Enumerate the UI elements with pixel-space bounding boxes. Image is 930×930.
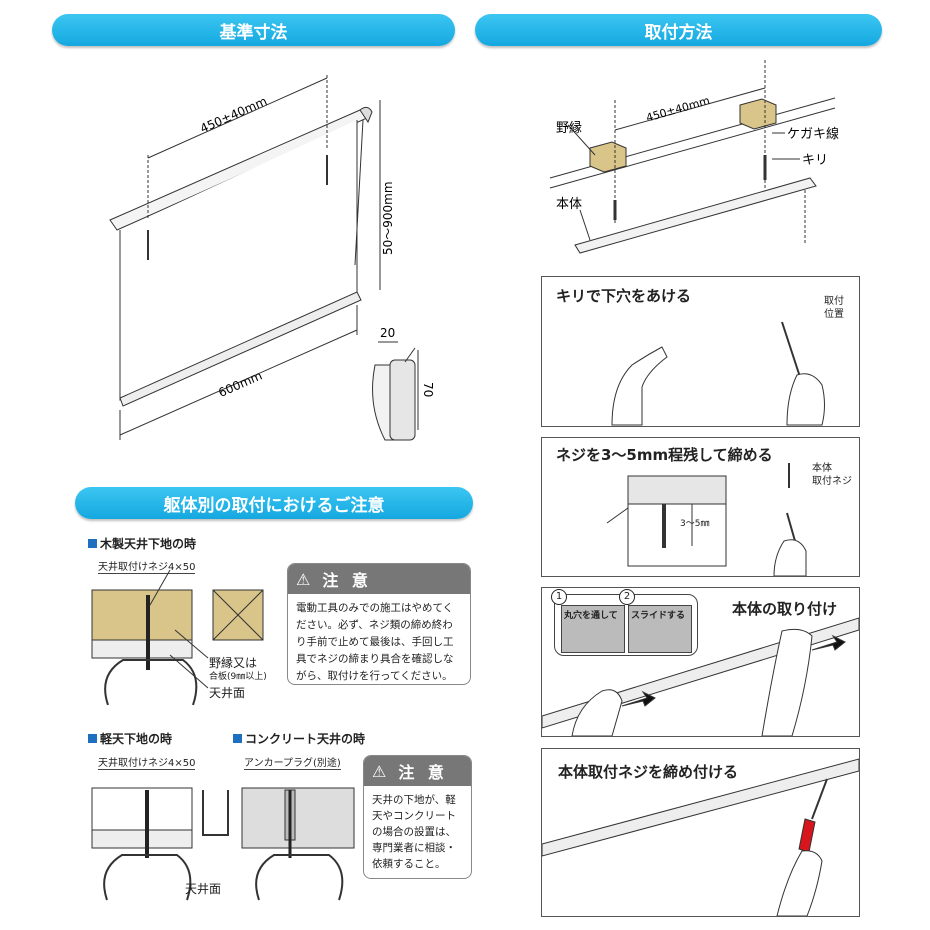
caution-body: 天井の下地が、軽天やコンクリートの場合の設置は、専門業者に相談・依頼すること。 <box>372 794 456 870</box>
position-note: 取付 位置 <box>824 296 844 320</box>
caution-title: 注 意 <box>322 571 372 590</box>
joist-label: 野縁 <box>556 120 582 136</box>
header-structure-notes: 躯体別の取付におけるご注意 <box>75 487 473 519</box>
bracket-height-label: 70 <box>421 382 435 397</box>
inset-step-2-label: スライドする <box>631 611 686 621</box>
bracket-spacing-label: 450±40mm <box>198 94 269 136</box>
tighten-illustration <box>542 758 859 916</box>
anchor-plug-label: アンカープラグ(別途) <box>244 754 341 770</box>
drill-label: キリ <box>802 153 828 168</box>
bracket-diagram: 20 70 <box>372 326 435 441</box>
drop-label: 50～900mm <box>381 181 395 255</box>
roller-blind-dimension-diagram: 450±40mm 600mm 50～900mm <box>109 75 395 440</box>
header-install-method: 取付方法 <box>475 14 882 46</box>
light-steel-heading: 軽天下地の時 <box>88 730 172 747</box>
warning-icon: ⚠ <box>296 569 315 589</box>
step-panel-tighten: 本体取付ネジを締め付ける <box>541 748 860 917</box>
step-title: 本体取付ネジを締め付ける <box>558 763 739 781</box>
drill-hands-illustration <box>611 321 825 426</box>
step-title: ネジを3～5mm程残して締める <box>556 446 773 464</box>
step-title: キリで下穴をあける <box>556 287 692 305</box>
inset-step-1: 丸穴を通して <box>561 605 625 653</box>
plywood-thickness-label: 合板(9㎜以上) <box>209 672 267 682</box>
wood-ceiling-section <box>91 570 264 705</box>
inset-step-2: スライドする <box>628 605 692 653</box>
joist-or-plywood-label: 野縁又は <box>209 656 258 670</box>
caution-box-power-tools: ⚠ 注 意 電動工具のみでの施工はやめてください。必ず、ネジ類の締め終わり手前で止… <box>287 563 471 685</box>
caution-title: 注 意 <box>398 763 448 782</box>
slide-inset: 丸穴を通して スライドする 1 2 <box>551 589 698 656</box>
bracket-depth-label: 20 <box>380 326 395 340</box>
screw-gap-illustration: 3～5㎜ <box>606 463 807 576</box>
ceiling-surface-label: 天井面 <box>209 686 246 700</box>
light-steel-ceiling-label: 天井面 <box>185 882 222 896</box>
attach-body-illustration <box>542 617 859 736</box>
install-overview-diagram: 450±40mm 野縁 ケガキ線 キリ 本体 <box>549 60 839 254</box>
caution-box-professional: ⚠ 注 意 天井の下地が、軽天やコンクリートの場合の設置は、専門業者に相談・依頼す… <box>363 755 472 879</box>
gap-label: 3～5㎜ <box>680 519 709 529</box>
light-steel-ceiling-section <box>91 787 229 901</box>
step-number-1: 1 <box>551 589 567 605</box>
marking-line-label: ケガキ線 <box>787 126 839 142</box>
wood-screw-label: 天井取付けネジ4×50 <box>98 558 196 574</box>
body-label: 本体 <box>556 197 582 212</box>
step-panel-drill: キリで下穴をあける 取付 位置 <box>541 276 860 427</box>
warning-icon: ⚠ <box>372 761 391 781</box>
step-panel-screw: ネジを3～5mm程残して締める 本体 取付ネジ 3～5㎜ <box>541 437 860 577</box>
step-number-2: 2 <box>619 589 635 605</box>
concrete-ceiling-section <box>241 787 355 901</box>
step-panel-attach-body: 本体の取り付け 丸穴を通して スライドする 1 2 <box>541 587 860 737</box>
caution-body: 電動工具のみでの施工はやめてください。必ず、ネジ類の締め終わり手前で止めて最後は… <box>296 602 454 682</box>
inset-step-1-label: 丸穴を通して <box>564 611 618 621</box>
install-spacing-label: 450±40mm <box>645 94 712 125</box>
width-label: 600mm <box>216 368 264 400</box>
step-title: 本体の取り付け <box>732 600 838 618</box>
body-screw-note: 本体 取付ネジ <box>812 463 852 487</box>
header-dimensions: 基準寸法 <box>52 14 455 46</box>
light-steel-screw-label: 天井取付けネジ4×50 <box>98 754 196 770</box>
concrete-heading: コンクリート天井の時 <box>233 730 365 747</box>
wood-heading: 木製天井下地の時 <box>88 535 196 552</box>
